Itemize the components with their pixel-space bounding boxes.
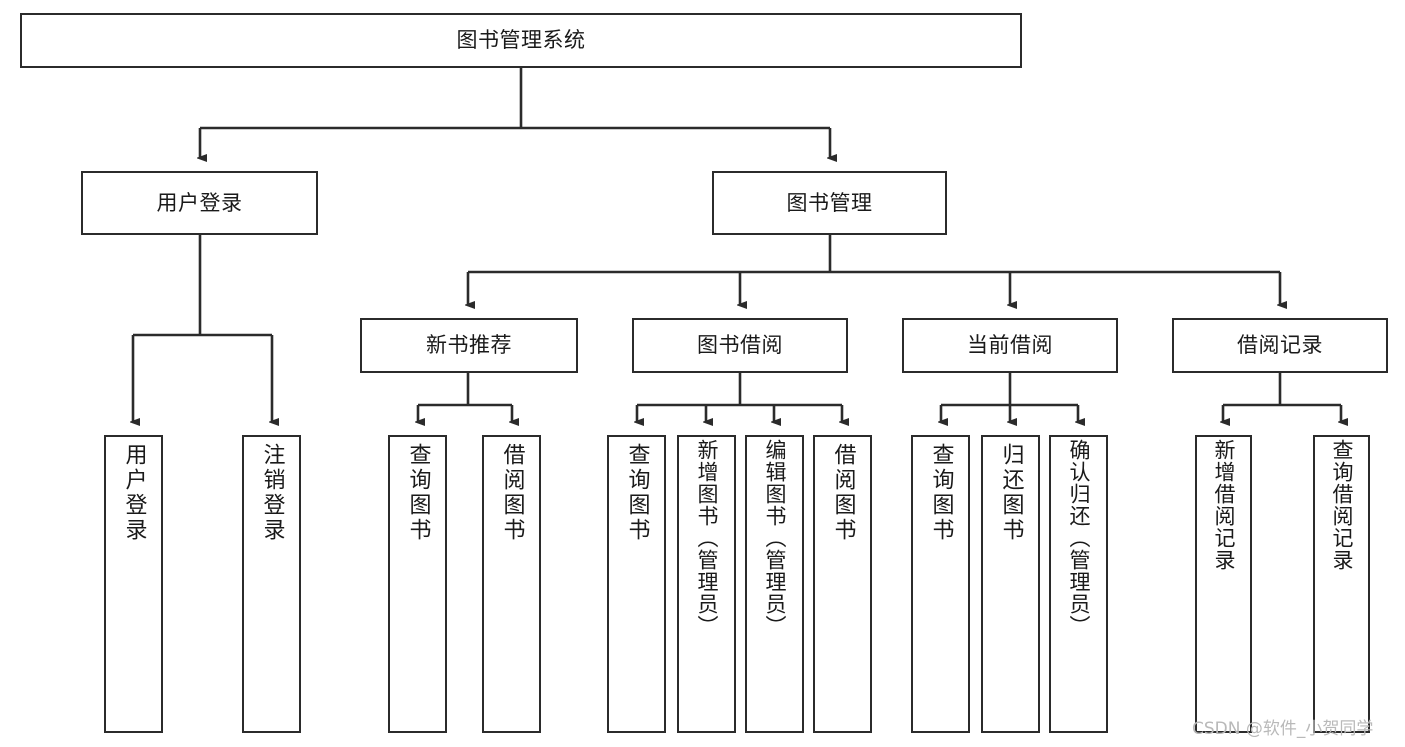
node-label: 注销登录 [259,443,285,543]
node-label: 编辑图书（管理员） [763,439,787,637]
node-root-system[interactable]: 图书管理系统 [20,13,1022,68]
node-label: 查询借阅记录 [1330,439,1354,571]
leaf-record-query-borrow-record[interactable]: 查询借阅记录 [1313,435,1370,733]
node-label: 用户登录 [121,443,147,543]
node-label: 借阅图书 [499,443,525,543]
node-label: 借阅图书 [830,443,856,543]
node-borrow-record[interactable]: 借阅记录 [1172,318,1388,373]
node-label: 新增借阅记录 [1212,439,1236,571]
node-book-management[interactable]: 图书管理 [712,171,947,235]
node-label: 归还图书 [998,443,1024,543]
leaf-borrow-borrow-book[interactable]: 借阅图书 [813,435,872,733]
leaf-current-return-book[interactable]: 归还图书 [981,435,1040,733]
node-label: 查询图书 [405,443,431,543]
node-label: 确认归还（管理员） [1067,439,1091,637]
leaf-record-add-borrow-record[interactable]: 新增借阅记录 [1195,435,1252,733]
node-label: 当前借阅 [967,333,1053,358]
leaf-current-confirm-return-admin[interactable]: 确认归还（管理员） [1049,435,1108,733]
node-label: 图书管理 [786,190,873,215]
leaf-recommend-borrow-book[interactable]: 借阅图书 [482,435,541,733]
node-label: 借阅记录 [1237,333,1323,358]
leaf-user-login[interactable]: 用户登录 [104,435,163,733]
node-label: 新书推荐 [426,333,512,358]
node-label: 图书管理系统 [456,28,586,53]
node-label: 图书借阅 [697,333,783,358]
leaf-logout-login[interactable]: 注销登录 [242,435,301,733]
node-label: 新增图书（管理员） [695,439,719,637]
node-label: 用户登录 [156,190,243,215]
node-current-borrow[interactable]: 当前借阅 [902,318,1118,373]
leaf-borrow-query-book[interactable]: 查询图书 [607,435,666,733]
leaf-current-query-book[interactable]: 查询图书 [911,435,970,733]
watermark: CSDN @软件_小贺同学 [1192,719,1374,739]
leaf-recommend-query-book[interactable]: 查询图书 [388,435,447,733]
leaf-borrow-edit-book-admin[interactable]: 编辑图书（管理员） [745,435,804,733]
node-label: 查询图书 [928,443,954,543]
leaf-borrow-add-book-admin[interactable]: 新增图书（管理员） [677,435,736,733]
node-label: 查询图书 [624,443,650,543]
node-new-book-recommend[interactable]: 新书推荐 [360,318,578,373]
node-book-borrow[interactable]: 图书借阅 [632,318,848,373]
node-user-login[interactable]: 用户登录 [81,171,318,235]
